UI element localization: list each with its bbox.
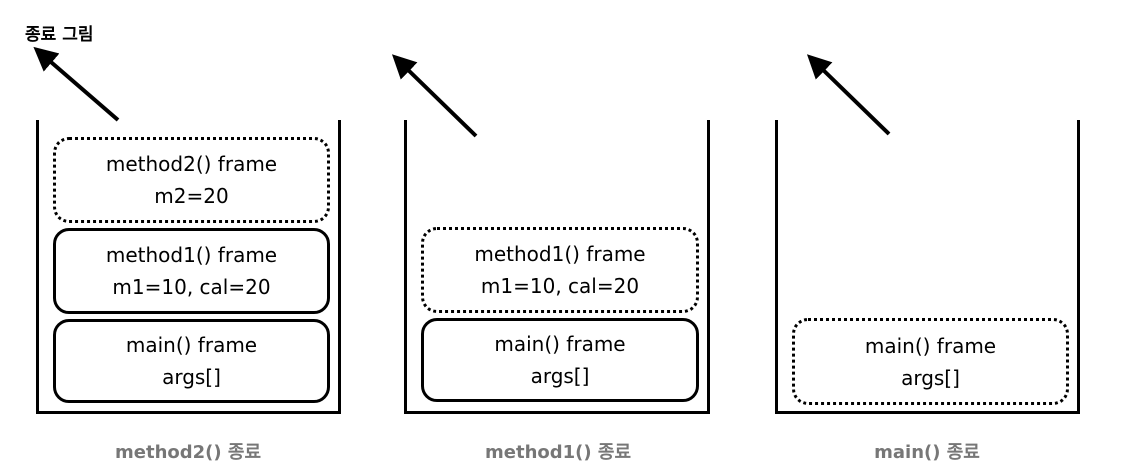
method1-frame: method1() frame m1=10, cal=20 [53,228,330,314]
stack-3-caption: main() 종료 [874,442,980,463]
frame-name: main() frame [864,333,997,358]
stack-1-caption: method2() 종료 [115,442,261,463]
pop-arrow-2 [391,54,478,138]
main-frame: main() frame args[] [792,318,1069,405]
frame-name: method1() frame [474,242,646,266]
method2-frame: method2() frame m2=20 [53,137,330,223]
stack-2-caption: method1() 종료 [485,442,631,463]
frame-vars: args[] [901,365,960,390]
frame-vars: m1=10, cal=20 [480,274,640,298]
frame-name: main() frame [494,332,626,356]
pop-arrow-3 [806,54,891,136]
main-frame: main() frame args[] [53,319,330,403]
frame-vars: m1=10, cal=20 [112,275,271,299]
frame-name: method2() frame [105,152,278,176]
main-frame: main() frame args[] [421,318,699,402]
frame-vars: args[] [162,365,221,389]
method1-frame: method1() frame m1=10, cal=20 [421,227,699,313]
frame-vars: args[] [530,364,590,388]
diagram-title: 종료 그림 [25,25,94,45]
frame-vars: m2=20 [154,184,229,208]
stack-3: main() frame args[] [775,120,1080,414]
frame-name: method1() frame [105,243,278,267]
stack-1: method2() frame m2=20 method1() frame m1… [36,120,341,414]
frame-name: main() frame [125,333,258,357]
stack-2: method1() frame m1=10, cal=20 main() fra… [404,120,710,414]
pop-arrow-1 [33,46,120,122]
